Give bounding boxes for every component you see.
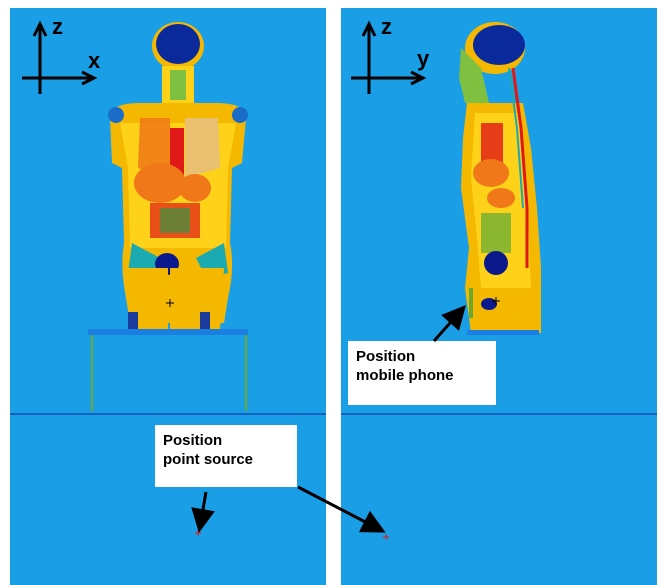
frontal-axes <box>10 8 326 585</box>
frontal-view-panel: z x <box>10 8 326 585</box>
annotation-line: mobile phone <box>356 366 488 385</box>
annotation-line: Position <box>356 347 488 366</box>
sagittal-view-panel: z y Position mobile phone <box>341 8 657 585</box>
axis-x-label: x <box>88 50 100 72</box>
sagittal-axes <box>341 8 657 585</box>
point-source-annotation: Position point source <box>155 425 297 487</box>
floor-line <box>341 413 657 415</box>
axis-z-label: z <box>52 16 63 38</box>
annotation-line: Position <box>163 431 289 450</box>
mobile-phone-annotation: Position mobile phone <box>348 341 496 405</box>
axis-y-label: y <box>417 48 429 70</box>
annotation-line: point source <box>163 450 289 469</box>
floor-line <box>10 413 326 415</box>
axis-z-label: z <box>381 16 392 38</box>
